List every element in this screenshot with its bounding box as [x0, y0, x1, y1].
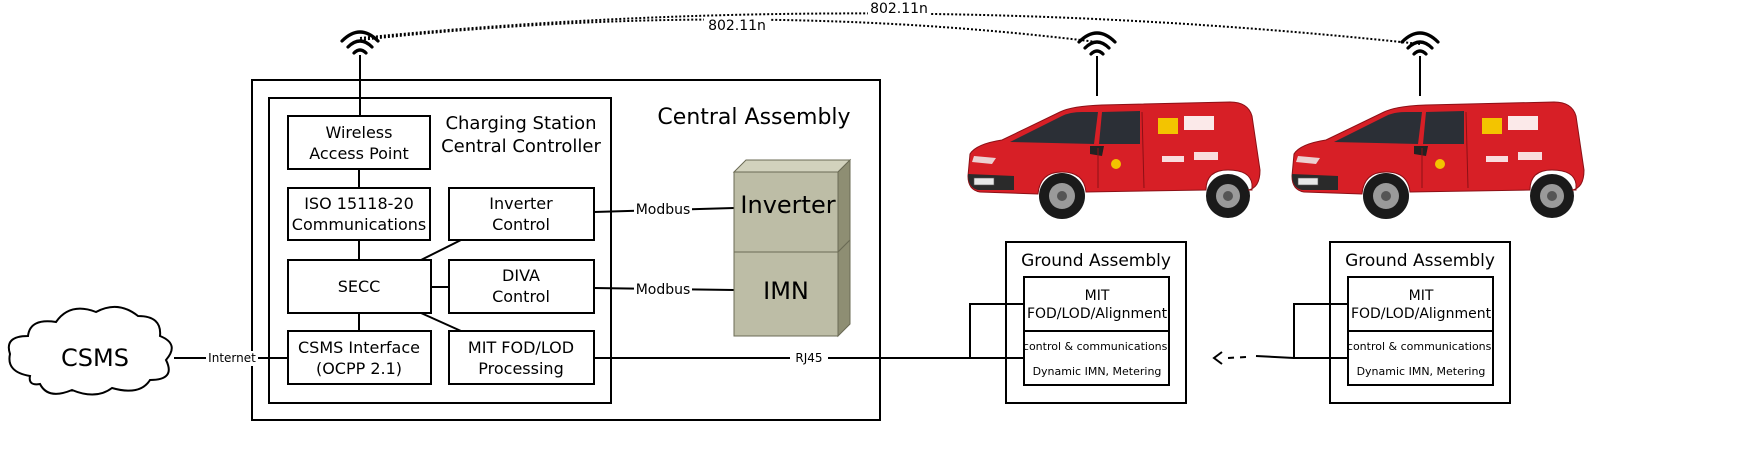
wireless-link-label-near: 802.11n [708, 18, 766, 34]
iso15118-box [287, 187, 431, 241]
inverter-control-line1: Inverter [489, 194, 553, 213]
central-assembly-box [251, 79, 881, 421]
mit-line1-2: MIT [1409, 288, 1434, 304]
csms-interface-line2: (OCPP 2.1) [316, 359, 402, 378]
control-line1-1: control & communications: [1023, 340, 1171, 353]
iso15118-line1: ISO 15118-20 [304, 194, 414, 213]
csms-cloud [7, 305, 173, 396]
diva-control-line2: Control [492, 287, 550, 306]
control-communications-box-2 [1347, 330, 1494, 386]
csms-interface-line1: CSMS Interface [298, 338, 420, 357]
secc-label: SECC [338, 277, 381, 296]
central-controller-box [268, 97, 612, 404]
ground-assembly-title-1: Ground Assembly [1021, 251, 1171, 271]
modbus-imn-label: Modbus [636, 282, 691, 298]
inverter-label: Inverter [740, 191, 835, 219]
wireless-access-point-box [287, 115, 431, 170]
imn-label: IMN [763, 277, 809, 305]
mit-fod-lod-processing-box [448, 330, 595, 385]
continuation-arrow-icon [1212, 351, 1223, 365]
inverter-control-box [448, 187, 595, 241]
van-1-image [967, 101, 1261, 220]
wifi-icon-van1 [1077, 31, 1117, 56]
control-communications-box-1 [1023, 330, 1170, 386]
wireless-access-point-line1: Wireless [326, 123, 393, 142]
mit-line1-1: MIT [1085, 288, 1110, 304]
control-line2-1: Dynamic IMN, Metering [1033, 365, 1162, 378]
wireless-access-point-line2: Access Point [309, 144, 409, 163]
central-assembly-title: Central Assembly [657, 105, 850, 130]
van-2-image [1291, 101, 1585, 220]
imn-block: IMN [733, 238, 851, 338]
mit-alignment-box-2 [1347, 276, 1494, 332]
mit-line2-2: FOD/LOD/Alignment [1351, 306, 1492, 322]
secc-box [287, 259, 432, 314]
control-line2-2: Dynamic IMN, Metering [1357, 365, 1486, 378]
mit-line2-1: FOD/LOD/Alignment [1027, 306, 1168, 322]
mit-fod-lod-processing-line2: Processing [478, 359, 563, 378]
csms-label: CSMS [61, 344, 129, 372]
inverter-control-line2: Control [492, 215, 550, 234]
diva-control-box [448, 259, 595, 314]
modbus-inverter-label: Modbus [636, 202, 691, 218]
diva-control-line1: DIVA [502, 266, 540, 285]
wireless-link-van1 [359, 18, 1098, 43]
ground-assembly-title-2: Ground Assembly [1345, 251, 1495, 271]
control-line1-2: control & communications: [1347, 340, 1495, 353]
inverter-block: Inverter [732, 158, 852, 254]
wireless-link-label-far: 802.11n [870, 1, 928, 17]
rj45-label: RJ45 [795, 351, 822, 365]
internet-label: Internet [208, 351, 256, 365]
mit-alignment-box-1 [1023, 276, 1170, 332]
mit-fod-lod-processing-line1: MIT FOD/LOD [468, 338, 574, 357]
central-controller-title-line1: Charging Station [445, 113, 596, 134]
wifi-icon-access-point [340, 30, 380, 55]
csms-interface-box [287, 330, 432, 385]
iso15118-line2: Communications [292, 215, 426, 234]
central-controller-title-line2: Central Controller [441, 136, 601, 157]
wireless-link-van2 [359, 12, 1421, 45]
